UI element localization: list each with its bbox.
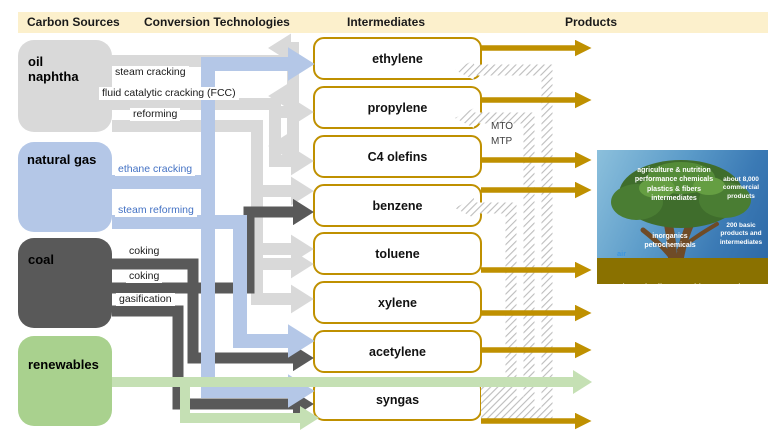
intermediate-label-ethylene: ethylene: [372, 51, 423, 66]
conversion-label-steam-reforming: steam reforming: [115, 204, 197, 217]
trunk-line-1: inorganics: [652, 233, 688, 240]
intermediate-label-c4-olefins: C4 olefins: [367, 149, 428, 164]
source-box-coal: coal: [18, 238, 112, 328]
header-products: Products: [565, 15, 618, 29]
source-box-oil-naphtha: oil naphtha: [18, 40, 112, 132]
tree-crown: [611, 160, 751, 228]
conversion-label-fcc: fluid catalytic cracking (FCC): [99, 87, 239, 100]
source-label-coal: coal: [28, 252, 55, 267]
crown-line-1: agriculture & nutrition: [637, 167, 711, 174]
conversion-label-reforming: reforming: [130, 108, 181, 121]
conversion-label-steam-cracking: steam cracking: [112, 66, 189, 79]
source-label-natural-gas: natural gas: [27, 152, 97, 167]
inorganics-petrochemicals-text: inorganics petrochemicals: [623, 232, 717, 251]
intermediate-label-syngas: syngas: [375, 392, 420, 407]
conversion-label-gasification: gasification: [116, 293, 175, 306]
intermediate-box-xylene: xylene: [313, 281, 482, 324]
base-band-row-1: coal crude oil renewables natural gas: [597, 282, 768, 284]
header-intermediates: Intermediates: [347, 15, 426, 29]
conversion-label-coking-2: coking: [126, 270, 163, 283]
header-carbon-sources: Carbon Sources: [27, 15, 120, 29]
intermediate-box-propylene: propylene: [313, 86, 482, 129]
header-conversion-technologies: Conversion Technologies: [144, 15, 290, 29]
source-label-renewables: renewables: [28, 357, 99, 372]
route-label-mto: MTO: [491, 121, 514, 132]
conversion-label-coking-1: coking: [126, 245, 163, 258]
crown-line-4: intermediates: [651, 195, 697, 203]
crown-line-3: plastics & fibers: [646, 185, 702, 193]
about-8000-products-text: about 8,000 commercial products: [722, 176, 760, 200]
crown-line-2: performance chemicals: [634, 176, 714, 184]
intermediate-label-toluene: toluene: [375, 246, 420, 261]
air-label: air: [617, 249, 627, 258]
intermediate-label-acetylene: acetylene: [369, 344, 426, 359]
intermediate-box-benzene: benzene: [313, 184, 482, 227]
dark-flows-coal: [112, 198, 314, 418]
gold-product-arrows: [481, 39, 592, 430]
intermediate-box-toluene: toluene: [313, 232, 482, 275]
source-box-renewables: renewables: [18, 336, 112, 426]
intermediate-box-c4-olefins: C4 olefins: [313, 135, 482, 178]
intermediate-label-benzene: benzene: [372, 198, 423, 213]
raw-materials-base-band: coal crude oil renewables natural gas su…: [597, 258, 768, 284]
products-tree-image: agriculture & nutrition performance chem…: [597, 150, 768, 284]
200-basic-products-text: 200 basic products and intermediates: [719, 222, 763, 246]
conversion-label-ethane-cracking: ethane cracking: [115, 163, 196, 176]
header-band: [18, 12, 768, 33]
intermediate-box-ethylene: ethylene: [313, 37, 482, 80]
intermediate-label-xylene: xylene: [378, 295, 417, 310]
intermediate-box-acetylene: acetylene: [313, 330, 482, 373]
route-label-mtp: MTP: [491, 136, 513, 147]
intermediate-box-syngas: syngas: [313, 378, 482, 421]
intermediate-label-propylene: propylene: [367, 100, 428, 115]
tree-crown-text: agriculture & nutrition performance chem…: [611, 166, 737, 204]
trunk-line-2: petrochemicals: [644, 242, 696, 250]
source-label-oil-naphtha: oil naphtha: [28, 54, 79, 84]
source-box-natural-gas: natural gas: [18, 142, 112, 232]
